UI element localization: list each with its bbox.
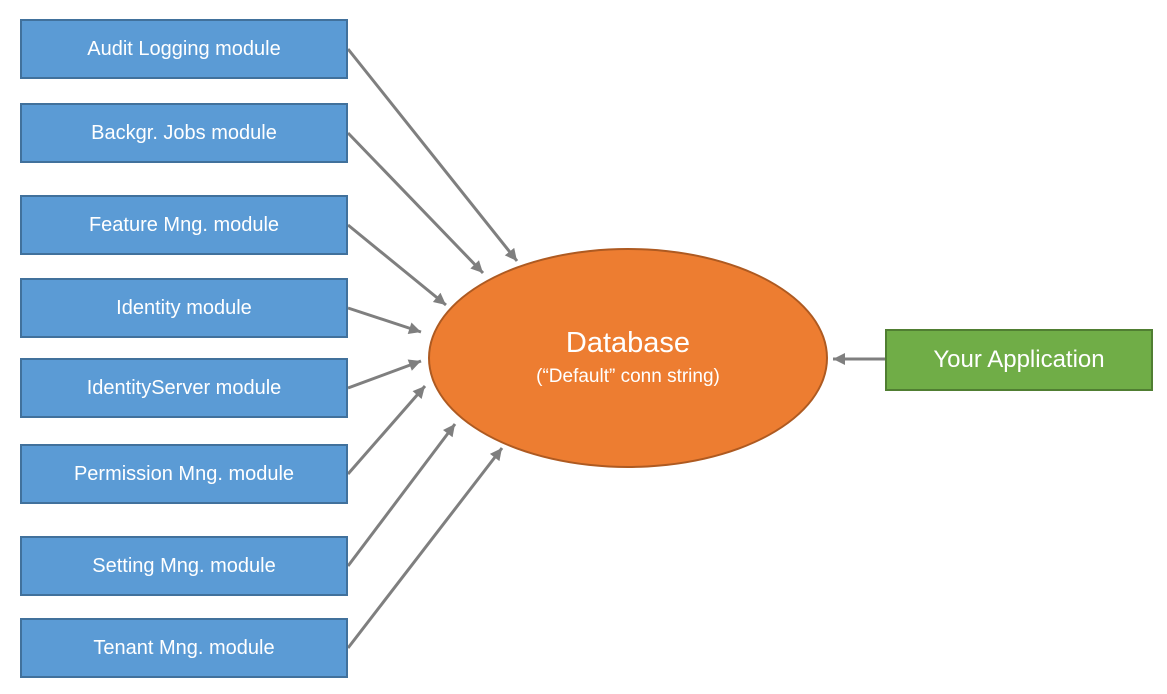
- module-label: Identity module: [116, 296, 252, 319]
- module-label: Feature Mng. module: [88, 213, 280, 236]
- arrow-permission-mng-to-database: [346, 385, 427, 475]
- module-label: Permission Mng. module: [73, 462, 295, 485]
- module-box-feature-mng: Feature Mng. module: [20, 195, 348, 255]
- arrow-setting-mng-to-database: [346, 423, 457, 567]
- module-label: Backgr. Jobs module: [91, 121, 277, 144]
- database-title: Database: [565, 327, 691, 360]
- database-subtitle: (“Default” conn string): [536, 366, 720, 388]
- module-box-identityserver: IdentityServer module: [20, 358, 348, 418]
- application-label: Your Application: [933, 346, 1105, 373]
- module-box-setting-mng: Setting Mng. module: [20, 536, 348, 596]
- arrow-tenant-mng-to-database: [346, 447, 504, 649]
- module-box-identity: Identity module: [20, 278, 348, 338]
- application-box: Your Application: [885, 329, 1153, 391]
- module-box-permission-mng: Permission Mng. module: [20, 444, 348, 504]
- arrow-feature-mng-to-database: [347, 223, 447, 307]
- module-box-tenant-mng: Tenant Mng. module: [20, 618, 348, 678]
- module-label: Setting Mng. module: [92, 554, 276, 577]
- module-box-audit-logging: Audit Logging module: [20, 19, 348, 79]
- module-box-backgr-jobs: Backgr. Jobs module: [20, 103, 348, 163]
- module-label: Audit Logging module: [87, 37, 281, 60]
- arrow-identityserver-to-database: [347, 359, 422, 390]
- arrow-identity-to-database: [347, 306, 422, 334]
- database-ellipse: Database (“Default” conn string): [428, 248, 828, 468]
- arrow-backgr-jobs-to-database: [346, 131, 485, 275]
- module-label: IdentityServer module: [86, 376, 282, 399]
- arrow-audit-logging-to-database: [346, 48, 519, 262]
- module-label: Tenant Mng. module: [93, 636, 275, 659]
